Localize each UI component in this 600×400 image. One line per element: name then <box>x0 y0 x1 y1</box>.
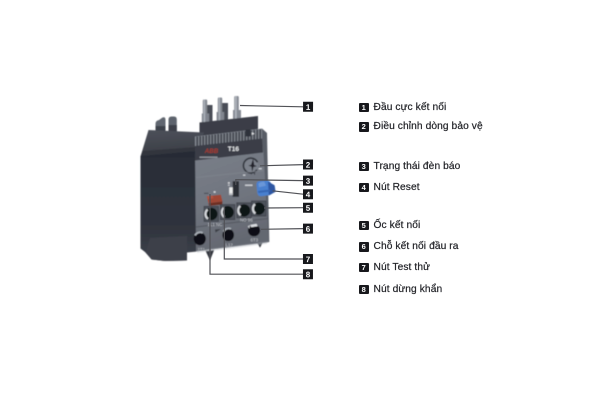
svg-text:NO 96: NO 96 <box>240 218 253 223</box>
svg-text:6T3: 6T3 <box>251 238 259 243</box>
svg-text:ABB: ABB <box>204 148 219 155</box>
svg-text:1L1 NC: 1L1 NC <box>208 222 223 227</box>
svg-text:3: 3 <box>306 177 311 186</box>
svg-text:4: 4 <box>306 190 311 199</box>
svg-text:T16: T16 <box>228 146 240 153</box>
svg-text:6: 6 <box>306 225 311 234</box>
svg-text:5: 5 <box>306 204 311 213</box>
svg-text:1: 1 <box>306 103 311 112</box>
svg-text:7: 7 <box>306 255 311 264</box>
svg-text:2: 2 <box>306 161 311 170</box>
svg-text:L12: L12 <box>226 243 234 248</box>
svg-text:2T1: 2T1 <box>198 247 206 252</box>
svg-text:8: 8 <box>306 270 311 279</box>
